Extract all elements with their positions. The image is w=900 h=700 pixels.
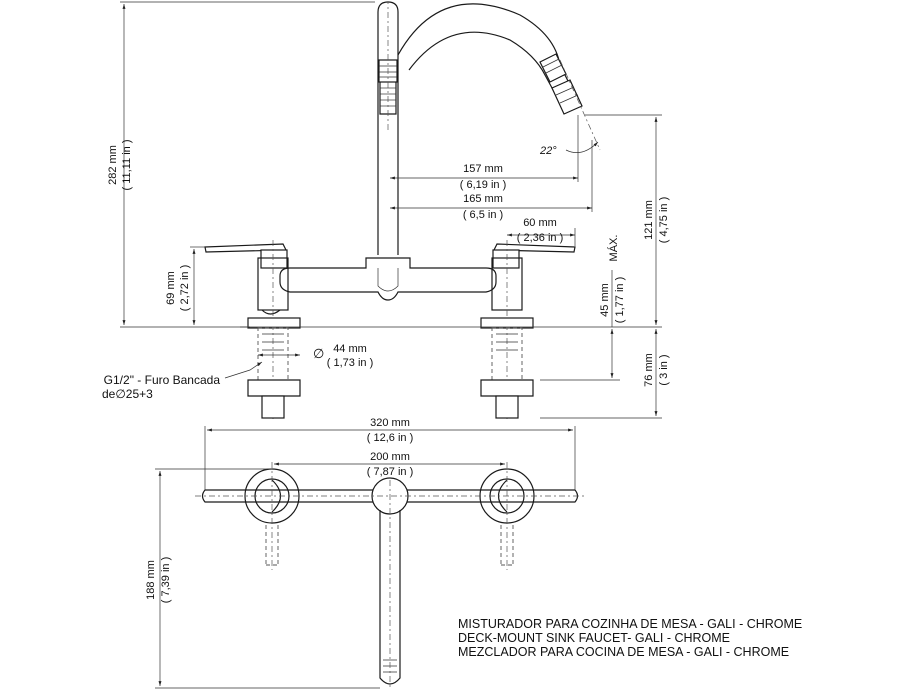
dim-121-mm: 121 mm [643, 200, 655, 240]
dim-157-mm: 157 mm [463, 163, 503, 175]
title-line-en: DECK-MOUNT SINK FAUCET- GALI - CHROME [458, 631, 730, 645]
dim-282-mm: 282 mm [107, 145, 119, 185]
dim-165-in: ( 6,5 in ) [463, 209, 503, 221]
dim-69-in: ( 2,72 in ) [179, 265, 191, 311]
dim-282-in: ( 11,11 in ) [121, 140, 133, 191]
dim-69-mm: 69 mm [165, 271, 177, 305]
left-valve [204, 240, 289, 420]
dim-76-mm: 76 mm [643, 353, 655, 387]
title-block: MISTURADOR PARA COZINHA DE MESA - GALI -… [458, 617, 802, 659]
dim-max-label: MÁX. [607, 235, 620, 262]
dim-320-mm: 320 mm [370, 417, 410, 429]
diameter-symbol: ∅ [313, 346, 324, 361]
dim-188-mm: 188 mm [145, 560, 157, 600]
left-shank [247, 327, 301, 419]
dim-200-mm: 200 mm [370, 451, 410, 463]
dimension-lines-top [155, 426, 576, 689]
dim-60-mm: 60 mm [523, 217, 557, 229]
dimension-texts-top: 320 mm ( 12,6 in ) 200 mm ( 7,87 in ) 18… [145, 417, 413, 603]
top-bridge [201, 489, 579, 503]
dimension-lines-front [120, 1, 662, 419]
dim-157-in: ( 6,19 in ) [460, 179, 506, 191]
dim-200-in: ( 7,87 in ) [367, 466, 413, 478]
title-line-es: MEZCLADOR PARA COCINA DE MESA - GALI - C… [458, 645, 789, 659]
dimension-texts-front: 282 mm ( 11,11 in ) 69 mm ( 2,72 in ) ∅ … [102, 140, 670, 401]
thread-note-line1: G1/2" - Furo Bancada [104, 373, 221, 387]
title-line-pt: MISTURADOR PARA COZINHA DE MESA - GALI -… [458, 617, 802, 631]
dim-60-in: ( 2,36 in ) [517, 232, 563, 244]
dim-45-mm: 45 mm [599, 283, 611, 317]
dim-76-in: ( 3 in ) [658, 354, 670, 385]
dim-121-in: ( 4,75 in ) [658, 197, 670, 243]
left-flange [247, 317, 301, 329]
spout-swiveled [397, 3, 581, 113]
dim-44-in: ( 1,73 in ) [327, 357, 373, 369]
dim-320-in: ( 12,6 in ) [367, 432, 413, 444]
right-flange [480, 317, 534, 329]
dim-44-mm: 44 mm [333, 343, 367, 355]
angle-label: 22° [539, 145, 557, 157]
right-valve [491, 240, 576, 420]
right-shank [480, 327, 534, 419]
dim-165-mm: 165 mm [463, 193, 503, 205]
front-elevation-view [204, 1, 601, 420]
top-view [195, 462, 585, 690]
swiveled-aerator [539, 53, 583, 115]
dim-45-in: ( 1,77 in ) [614, 277, 626, 323]
thread-note-line2: de∅25+3 [102, 387, 153, 401]
dim-188-in: ( 7,39 in ) [160, 557, 172, 603]
bridge-body [279, 257, 497, 301]
